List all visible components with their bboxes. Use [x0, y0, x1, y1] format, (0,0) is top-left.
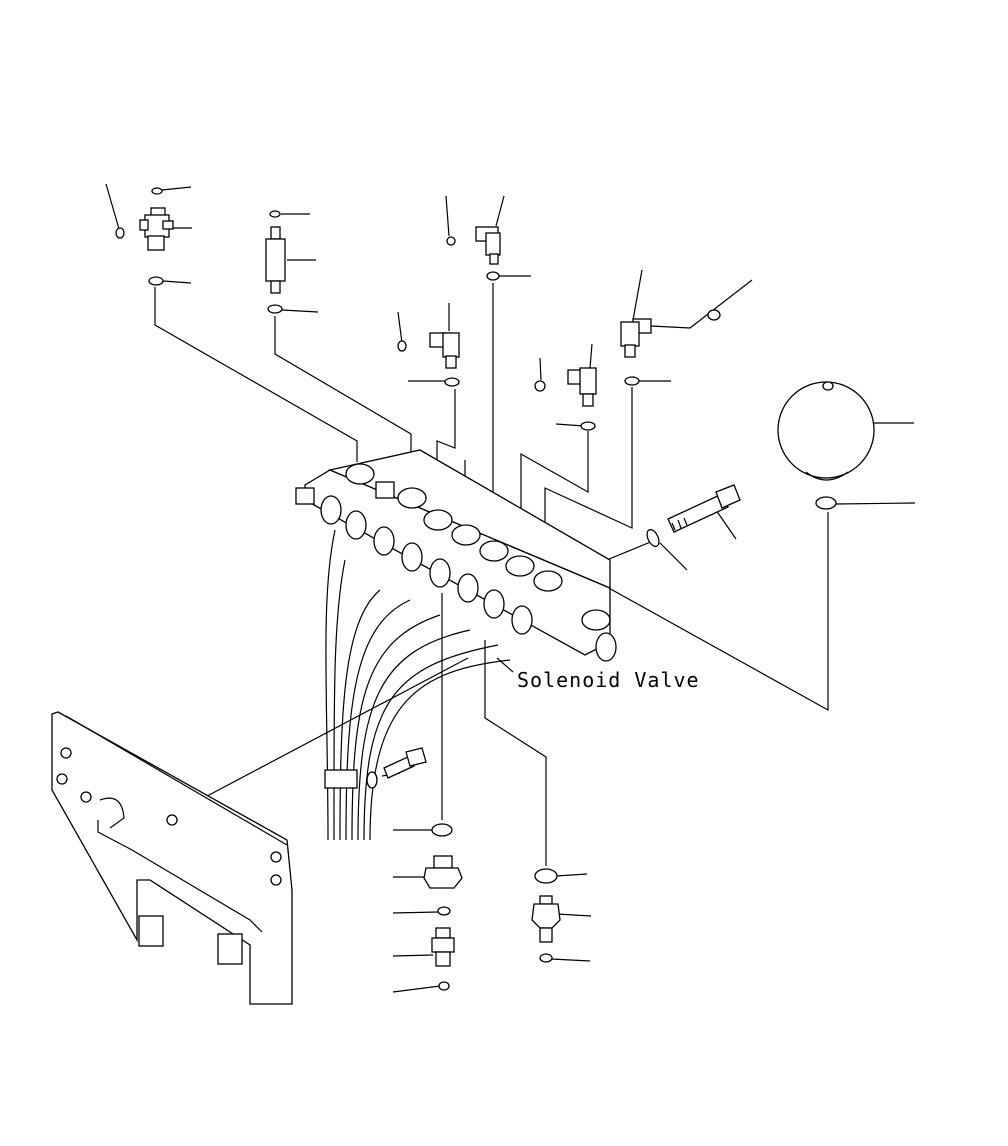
bottom-fitting-stack	[423, 823, 463, 991]
mounting-bracket	[51, 711, 293, 1005]
accumulator	[777, 381, 875, 510]
solenoid-valve-body	[295, 449, 617, 662]
spacer-fitting	[265, 210, 286, 314]
elbow-fitting-top-center	[446, 226, 501, 281]
wire-harness	[324, 529, 511, 841]
elbow-fitting-right	[534, 367, 597, 431]
mounting-bolt	[667, 484, 741, 533]
solenoid-valve-label: Solenoid Valve	[517, 668, 700, 692]
elbow-fitting-middle	[397, 332, 460, 387]
elbow-fitting-far-right	[620, 309, 721, 386]
callout-leader-lines	[105, 183, 916, 993]
clamp-bolt	[366, 747, 427, 789]
fitting-top-left	[115, 187, 174, 286]
pressure-switch	[531, 868, 561, 963]
washer	[646, 528, 660, 548]
